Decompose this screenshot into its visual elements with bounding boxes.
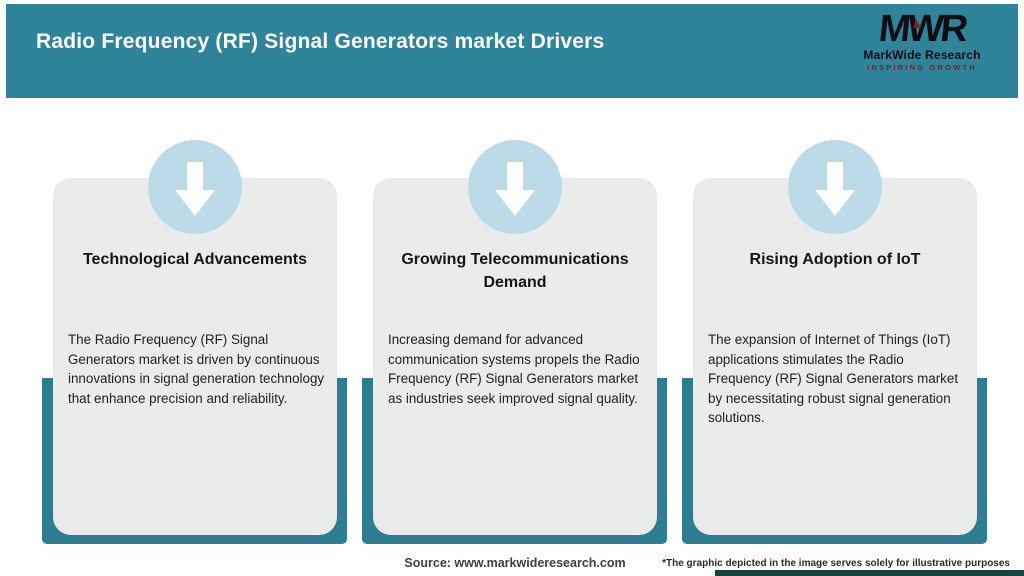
card-body-text: The expansion of Internet of Things (IoT… [708, 332, 959, 425]
driver-card-rising-adoption-of-iot: Rising Adoption of IoT The expansion of … [693, 140, 977, 535]
monogram-text: MWR [876, 8, 968, 50]
down-arrow-icon [788, 140, 882, 234]
header-bar: Radio Frequency (RF) Signal Generators m… [6, 4, 1018, 98]
mwr-monogram-icon: MWR [876, 8, 968, 50]
source-text: Source: www.markwideresearch.com [404, 556, 626, 570]
driver-card-growing-telecommunications-demand: Growing Telecommunications Demand Increa… [373, 140, 657, 535]
card-title: Technological Advancements [82, 251, 308, 268]
card-body-text: Increasing demand for advanced communica… [388, 332, 640, 406]
down-arrow-icon [468, 140, 562, 234]
red-spark-icon [911, 19, 922, 28]
card-title: Rising Adoption of IoT [749, 251, 921, 268]
disclaimer-text: *The graphic depicted in the image serve… [662, 558, 1010, 569]
driver-card-technological-advancements: Technological Advancements The Radio Fre… [53, 140, 337, 535]
markwide-research-logo: MWR MarkWide Research INSPIRING GROWTH [852, 8, 992, 72]
down-arrow-icon [148, 140, 242, 234]
card-body-text: The Radio Frequency (RF) Signal Generato… [68, 332, 325, 406]
logo-name: MarkWide Research [863, 48, 981, 62]
bottom-accent-bar [715, 570, 1024, 576]
logo-tagline: INSPIRING GROWTH [867, 63, 977, 72]
page-title: Radio Frequency (RF) Signal Generators m… [36, 30, 605, 53]
card-title: Growing Telecommunications Demand [401, 251, 629, 291]
